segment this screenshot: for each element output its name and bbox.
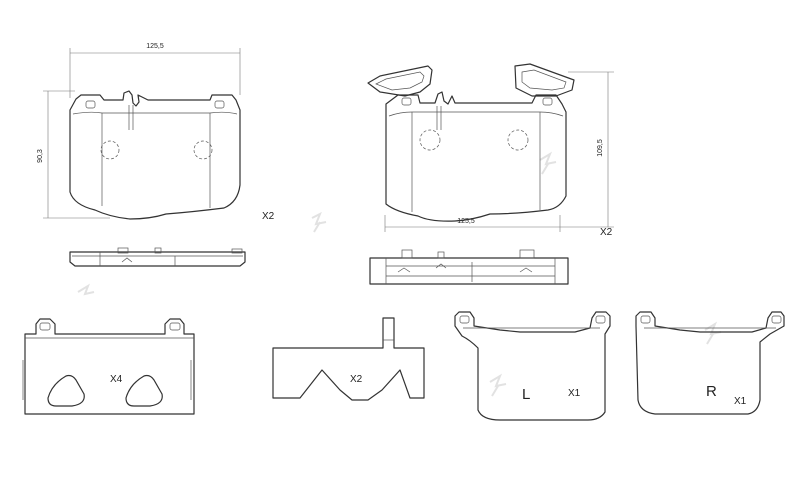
front-pad-view: 125,5 90,3 X2 xyxy=(37,43,275,222)
front-pad-side-view xyxy=(69,247,246,267)
side-mark-label: L xyxy=(522,386,530,403)
clip-view: X2 xyxy=(272,317,425,401)
quantity-label: X1 xyxy=(568,388,581,399)
quantity-label: X2 xyxy=(262,211,275,222)
height-dimension-label: 109,5 xyxy=(597,139,604,157)
left-plate-view: L X1 xyxy=(454,311,611,421)
top-pad-view: 109,5 125,5 X2 xyxy=(367,63,614,238)
quantity-label: X2 xyxy=(350,374,363,385)
width-dimension-label: 125,5 xyxy=(457,218,475,225)
quantity-label: X2 xyxy=(600,227,613,238)
side-mark-label: R xyxy=(706,383,717,400)
watermark xyxy=(77,151,722,397)
quantity-label: X4 xyxy=(110,374,123,385)
top-pad-side-view xyxy=(369,249,569,285)
quantity-label: X1 xyxy=(734,396,747,407)
width-dimension-label: 125,5 xyxy=(146,43,164,50)
shim-view: X4 xyxy=(22,318,195,415)
height-dimension-label: 90,3 xyxy=(37,149,44,163)
right-plate-view: R X1 xyxy=(635,311,785,415)
